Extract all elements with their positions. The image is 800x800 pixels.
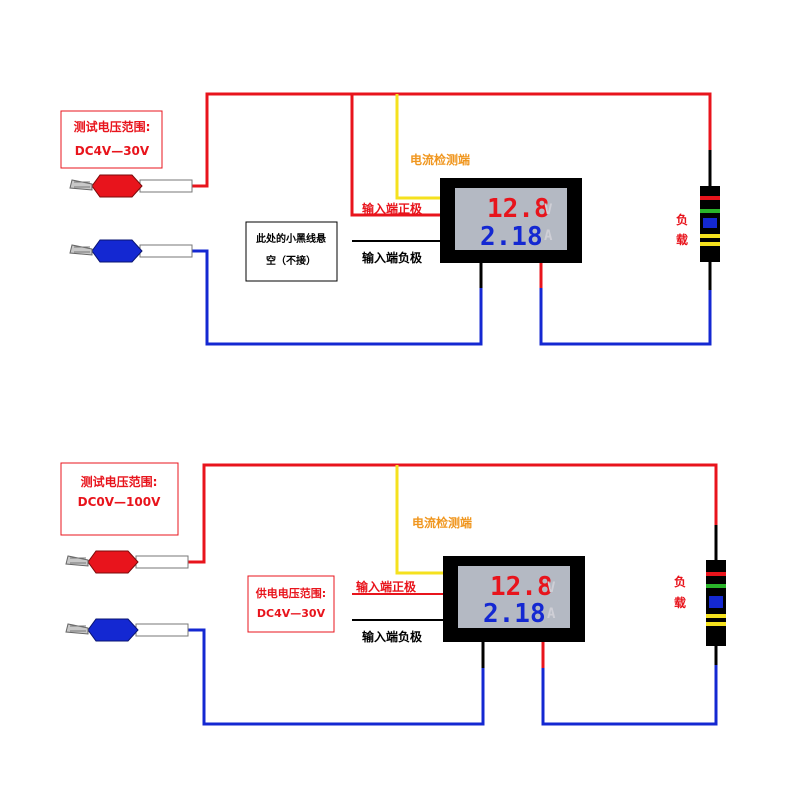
bottom-load-resistor xyxy=(706,560,726,646)
top-blue-load-wire xyxy=(539,288,712,346)
top-input-positive-label: 输入端正极 xyxy=(362,201,423,216)
top-red-input-positive-wire xyxy=(350,94,440,217)
bottom-blue-load-wire xyxy=(541,665,718,726)
top-voltage-reading: 12.8 xyxy=(487,194,550,224)
bottom-blue-alligator-clip xyxy=(65,618,189,642)
bottom-volt-unit: V xyxy=(547,580,556,596)
top-range-title: 测试电压范围: xyxy=(74,119,151,134)
bottom-load-label-1: 负 xyxy=(674,574,686,589)
top-amp-unit: A xyxy=(544,228,553,244)
bottom-input-negative-label: 输入端负极 xyxy=(362,629,423,644)
top-wires xyxy=(190,92,712,346)
bottom-supply-title: 供电电压范围: xyxy=(255,586,326,600)
top-current-terminal-label: 电流检测端 xyxy=(410,152,470,167)
bottom-supply-value: DC4V—30V xyxy=(257,607,326,620)
bottom-red-positive-wire xyxy=(186,463,718,564)
top-load-resistor xyxy=(700,186,720,262)
bottom-supply-range-box: 供电电压范围: DC4V—30V xyxy=(247,575,335,633)
top-red-positive-wire xyxy=(190,92,712,188)
bottom-voltage-reading: 12.8 xyxy=(490,572,553,602)
top-meter: 12.8 2.18 V A xyxy=(440,178,582,263)
top-note-box: 此处的小黑线悬 空（不接） xyxy=(245,221,338,282)
top-test-range-box: 测试电压范围: DC4V—30V xyxy=(60,110,163,169)
bottom-range-title: 测试电压范围: xyxy=(81,474,158,489)
bottom-input-positive-label: 输入端正极 xyxy=(356,579,417,594)
top-yellow-current-wire xyxy=(395,94,440,200)
top-range-value: DC4V—30V xyxy=(75,144,150,158)
bottom-load-label-2: 载 xyxy=(674,595,686,610)
bottom-current-terminal-label: 电流检测端 xyxy=(412,515,472,530)
top-note-line1: 此处的小黑线悬 xyxy=(256,232,326,245)
bottom-yellow-current-wire xyxy=(395,465,443,575)
top-input-negative-label: 输入端负极 xyxy=(362,250,423,265)
bottom-amp-unit: A xyxy=(547,606,556,622)
top-blue-negative-wire xyxy=(190,249,483,346)
bottom-range-value: DC0V—100V xyxy=(78,495,161,509)
top-load-label-2: 载 xyxy=(676,232,688,247)
bottom-current-reading: 2.18 xyxy=(483,599,546,629)
top-red-alligator-clip xyxy=(69,174,193,198)
bottom-test-range-box: 测试电压范围: DC0V—100V xyxy=(60,462,179,536)
diagram-bottom: 测试电压范围: DC0V—100V 供电电压范围: DC4V—30V 电流检测端… xyxy=(60,462,726,726)
top-current-reading: 2.18 xyxy=(480,222,543,252)
top-note-line2: 空（不接） xyxy=(266,254,316,267)
top-volt-unit: V xyxy=(544,202,553,218)
bottom-blue-negative-wire xyxy=(186,628,485,726)
bottom-red-alligator-clip xyxy=(65,550,189,574)
bottom-meter: 12.8 2.18 V A xyxy=(443,556,585,642)
top-load-label-1: 负 xyxy=(676,212,688,227)
diagram-top: 测试电压范围: DC4V—30V 此处的小黑线悬 空（不接） 电流检测端 输入端… xyxy=(60,92,720,346)
top-blue-alligator-clip xyxy=(69,239,193,263)
